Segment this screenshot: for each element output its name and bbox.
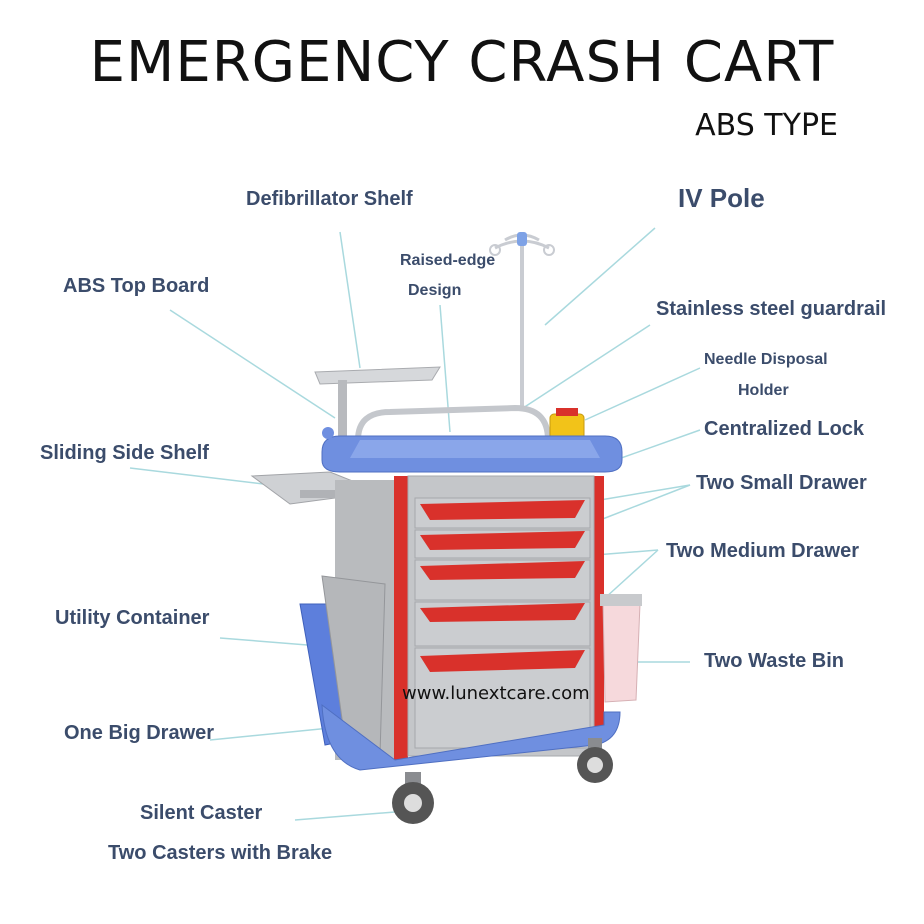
label-utility-container: Utility Container [55,607,210,629]
abs-top-board [321,427,623,473]
label-silent-caster: Silent Caster [140,802,263,824]
iv-pole [489,232,555,410]
website-url: www.lunextcare.com [402,683,590,704]
label-needle-holder: Holder [738,382,789,399]
label-sliding-side-shelf: Sliding Side Shelf [40,442,209,464]
label-one-big-drawer: One Big Drawer [64,722,215,744]
guardrail [355,404,551,441]
label-two-casters-brake: Two Casters with Brake [108,842,333,864]
label-raised-edge: Raised-edge [400,252,496,269]
label-centralized-lock: Centralized Lock [704,418,865,440]
label-stainless-guardrail: Stainless steel guardrail [656,298,887,320]
label-two-waste-bin: Two Waste Bin [704,650,844,672]
label-two-small-drawer: Two Small Drawer [696,472,867,494]
label-abs-top-board: ABS Top Board [63,275,210,297]
drawer-stack [414,497,591,749]
label-iv-pole: IV Pole [678,183,765,213]
label-raised-edge-design: Design [408,282,462,299]
caster-back [577,738,613,783]
label-two-medium-drawer: Two Medium Drawer [666,540,859,562]
defibrillator-shelf [314,366,441,450]
caster-front [392,772,434,824]
page-title: EMERGENCY CRASH CART [89,30,835,95]
page-subtitle: ABS TYPE [695,108,838,143]
waste-bin [600,594,642,703]
label-defibrillator-shelf: Defibrillator Shelf [246,188,413,210]
label-needle-disposal: Needle Disposal [704,351,828,368]
